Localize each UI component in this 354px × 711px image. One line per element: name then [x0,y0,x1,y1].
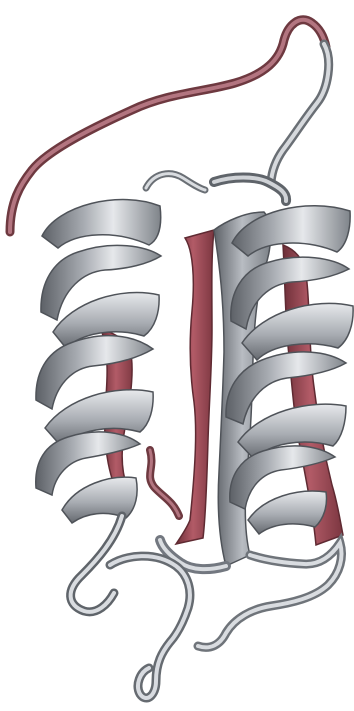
left-helix [36,200,161,523]
upper-right-loop [271,44,329,182]
central-red-strand [176,230,214,544]
top-red-loop-highlight [10,20,326,232]
bottom-loop-highlight [110,556,190,698]
